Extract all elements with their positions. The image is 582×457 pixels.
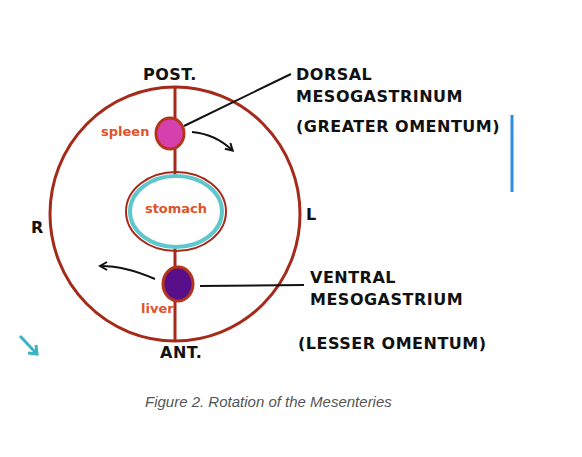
annotation-label: R [31, 217, 44, 239]
organ-node: liver [162, 266, 194, 302]
organ-label: liver [141, 301, 174, 316]
organ-node: stomach [127, 173, 225, 250]
organ-node: spleen [155, 117, 185, 150]
annotation-label: POST. [143, 64, 197, 86]
organ-ring [126, 172, 226, 251]
annotation-label: ANT. [160, 342, 202, 364]
figure-caption: Figure 2. Rotation of the Mesenteries [145, 393, 392, 410]
rotation-arrow [192, 132, 232, 150]
leader-line [184, 74, 291, 126]
organ-outline [155, 117, 185, 150]
annotation-label: L [306, 204, 317, 226]
annotation-label: (GREATER OMENTUM) [296, 116, 500, 138]
organ-shape [156, 118, 184, 149]
annotation-label: DORSAL MESOGASTRINUM [296, 64, 496, 108]
organ-outline [162, 266, 194, 302]
leader-line [200, 285, 304, 286]
annotation-label: (LESSER OMENTUM) [298, 333, 487, 355]
organ-label: spleen [101, 124, 149, 139]
cyan-arrow [20, 336, 36, 353]
rotation-arrow [101, 266, 155, 279]
annotation-label: VENTRAL MESOGASTRIUM [310, 267, 510, 311]
organ-label: stomach [127, 201, 225, 216]
peritoneal-cavity [50, 87, 300, 341]
cyan-arrow [28, 345, 37, 354]
organ-shape [163, 267, 193, 301]
blue-mark [511, 115, 514, 192]
